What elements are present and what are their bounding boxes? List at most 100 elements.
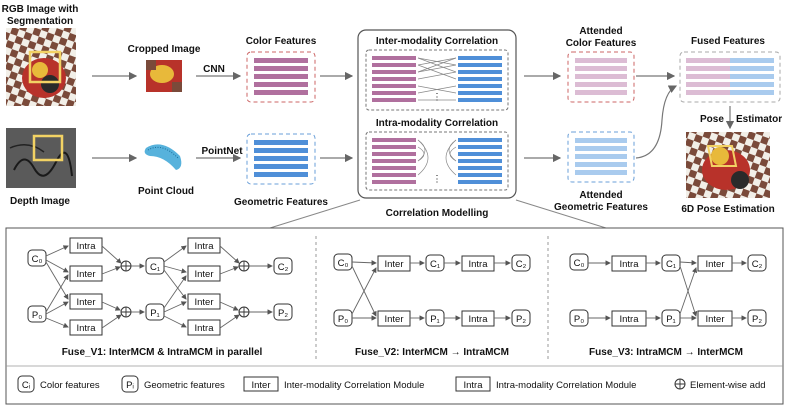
attended-geo-box: [567, 131, 635, 183]
v1-c2-node: [273, 257, 293, 275]
v3-c1-node: [661, 254, 681, 272]
v2-inter-top: [377, 255, 411, 272]
legend-pi-symbol: Pᵢ: [126, 380, 134, 391]
color-features-label: Color Features: [246, 36, 317, 47]
v1-p2-node: [273, 303, 293, 321]
v1-inter2-top: [187, 265, 221, 282]
v1-c2-text: C₂: [278, 262, 289, 273]
v2-p2-text: P₂: [516, 314, 526, 325]
cropped-image-label: Cropped Image: [128, 44, 201, 55]
v1-inter1-top-text: Inter: [76, 269, 95, 280]
legend-pi-node: [121, 375, 139, 393]
legend-add-text: Element-wise add: [690, 380, 766, 391]
rgb-label-line1: RGB Image with: [2, 4, 79, 15]
pose-estimation-image: [686, 132, 770, 198]
cnn-label: CNN: [203, 64, 225, 75]
v3-inter-bot: [697, 310, 733, 327]
inter-geo-bars: [458, 56, 502, 102]
pose-label: Pose: [700, 114, 724, 125]
depth-image: [6, 128, 76, 188]
v1-inter2-bot: [187, 293, 221, 310]
fused-features-box: [679, 51, 781, 103]
attended-geo-label-line1: Attended: [579, 190, 622, 201]
v1-intra2-bot-text: Intra: [194, 323, 214, 334]
v1-intra1-top-text: Intra: [76, 241, 96, 252]
v3-c2-node: [747, 254, 767, 272]
intra-modality-title: Intra-modality Correlation: [376, 118, 498, 129]
fuse-v1-diagram: C₀ P₀ Intra Inter Inter Intra C₁ P₁ Intr…: [27, 237, 293, 336]
v3-c0-text: C₀: [574, 258, 585, 269]
legend-inter-symbol: Inter: [251, 380, 270, 391]
attended-color-label-line1: Attended: [579, 26, 622, 37]
rgb-label-line2: Segmentation: [7, 16, 73, 27]
v1-intra1-top: [69, 237, 103, 254]
color-feature-bars: [254, 58, 308, 95]
inter-correlation-lines: [417, 57, 457, 101]
color-features-box: [246, 51, 316, 103]
v1-inter1-top: [69, 265, 103, 282]
v2-inter-top-text: Inter: [384, 259, 403, 270]
v1-intra2-top-text: Intra: [194, 241, 214, 252]
v1-intra2-top: [187, 237, 221, 254]
geometric-features-box: [246, 133, 316, 185]
legend-intra-text: Intra-modality Correlation Module: [496, 380, 636, 391]
v3-p2-text: P₂: [752, 314, 762, 325]
point-cloud-image: [144, 144, 182, 170]
intra-correlation-arcs: [417, 139, 457, 176]
v2-p1-text: P₁: [430, 314, 440, 325]
v2-inter-bot-text: Inter: [384, 314, 403, 325]
v3-c0-node: [569, 253, 589, 271]
estimator-label: Estimator: [736, 114, 782, 125]
v3-intra-bot: [611, 310, 647, 327]
v1-intra1-bot-text: Intra: [76, 323, 96, 334]
legend-intra-symbol: Intra: [463, 380, 483, 391]
v1-inter2-bot-text: Inter: [194, 297, 213, 308]
legend-pi-text: Geometric features: [144, 380, 225, 391]
v2-intra-top: [461, 255, 495, 272]
v3-c2-text: C₂: [752, 259, 763, 270]
v2-intra-bot: [461, 310, 495, 327]
v1-p0-text: P₀: [32, 310, 42, 321]
v1-inter1-bot-text: Inter: [76, 297, 95, 308]
attended-color-box: [567, 51, 635, 103]
v2-c1-text: C₁: [430, 259, 440, 270]
legend-inter-text: Inter-modality Correlation Module: [284, 380, 424, 391]
intra-geo-bars: [458, 138, 502, 184]
inter-ellipsis: ⋮: [432, 92, 442, 103]
cropped-image: [146, 60, 182, 92]
legend-ci-node: [17, 375, 35, 393]
intra-ellipsis: ⋮: [432, 174, 442, 185]
v1-inter1-bot: [69, 293, 103, 310]
attended-color-bars: [575, 58, 627, 95]
intra-color-bars: [372, 138, 416, 184]
fuse-v3-caption: Fuse_V3: IntraMCM → InterMCM: [589, 347, 743, 358]
v2-c2-node: [511, 254, 531, 272]
inter-color-bars: [372, 56, 416, 102]
legend-ci-symbol: Cᵢ: [22, 380, 31, 391]
geometric-feature-bars: [254, 140, 308, 177]
pointnet-label: PointNet: [201, 146, 243, 157]
v2-p2-node: [511, 309, 531, 327]
depth-label: Depth Image: [10, 196, 70, 207]
v2-c0-text: C₀: [338, 258, 349, 269]
fuse-v3-diagram: C₀ P₀ Intra Intra C₁ P₁ Inter Inter C₂ P…: [569, 253, 767, 327]
v1-p2-text: P₂: [278, 308, 288, 319]
v2-c2-text: C₂: [516, 259, 527, 270]
fuse-v2-diagram: C₀ P₀ Inter Inter C₁ P₁ Intra Intra C₂ P…: [333, 253, 531, 327]
rgb-image: [6, 28, 76, 106]
geometric-features-label: Geometric Features: [234, 197, 328, 208]
attended-color-label-line2: Color Features: [566, 38, 637, 49]
v3-intra-top-text: Intra: [619, 259, 639, 270]
v1-c0-node: [27, 249, 47, 267]
att-geo-to-fused-arrow: [635, 85, 678, 159]
v1-c1-text: C₁: [150, 262, 160, 273]
fused-features-label: Fused Features: [691, 36, 765, 47]
pose-estimation-label: 6D Pose Estimation: [681, 204, 774, 215]
legend-inter-box: [243, 376, 279, 392]
v1-p1-text: P₁: [150, 308, 160, 319]
inter-modality-box: [365, 49, 509, 111]
v3-inter-top-text: Inter: [705, 259, 724, 270]
legend-intra-box: [455, 376, 491, 392]
v3-inter-bot-text: Inter: [705, 314, 724, 325]
